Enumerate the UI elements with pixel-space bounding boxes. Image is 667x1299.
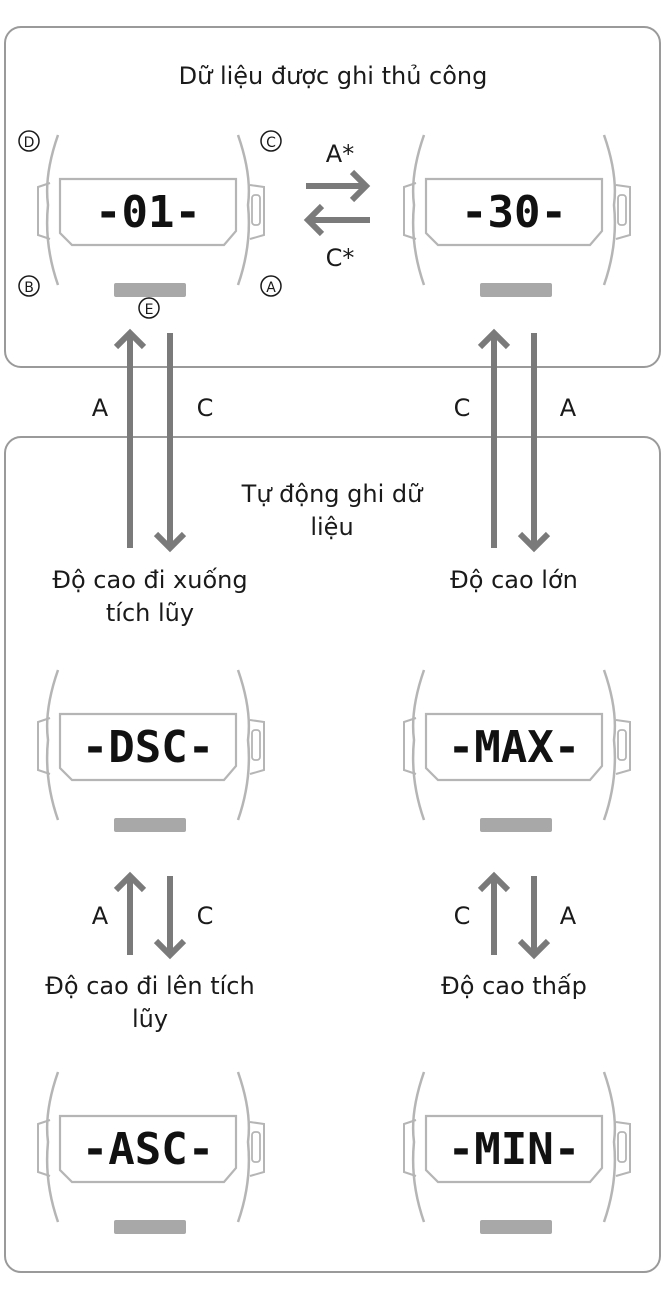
asc-label-line2: lũy xyxy=(132,1005,168,1033)
dsc-label-line1: Độ cao đi xuống xyxy=(52,566,247,594)
link-left-down-label: C xyxy=(197,394,214,422)
dsc-label-line2: tích lũy xyxy=(106,599,194,627)
pair-left-up xyxy=(116,876,144,955)
button-a: A xyxy=(260,275,282,297)
svg-text:C: C xyxy=(266,135,276,151)
svg-text:B: B xyxy=(24,280,34,296)
min-label: Độ cao thấp xyxy=(441,972,587,1000)
watch-left: -01- xyxy=(36,133,266,299)
pair-right-down-label: A xyxy=(560,902,577,930)
svg-text:D: D xyxy=(24,135,35,151)
watch-asc-screen: -ASC- xyxy=(82,1124,214,1175)
button-d: D xyxy=(18,130,40,152)
pair-left-down xyxy=(156,876,184,955)
watch-right-screen: -30- xyxy=(461,187,567,238)
manual-title: Dữ liệu được ghi thủ công xyxy=(179,62,488,90)
watch-min-screen: -MIN- xyxy=(448,1124,580,1175)
link-right-down-label: A xyxy=(560,394,577,422)
watch-asc: -ASC- xyxy=(36,1070,266,1236)
watch-max: -MAX- xyxy=(402,668,632,834)
arrow-right xyxy=(306,169,371,203)
watch-dsc-screen: -DSC- xyxy=(82,722,214,773)
auto-title-line2: liệu xyxy=(310,513,353,541)
pair-left-down-label: C xyxy=(197,902,214,930)
link-right-down xyxy=(520,333,548,548)
watch-min: -MIN- xyxy=(402,1070,632,1236)
pair-left-up-label: A xyxy=(92,902,109,930)
pair-right-up xyxy=(480,876,508,955)
link-right-up xyxy=(480,333,508,548)
arrow-left-label: C* xyxy=(326,244,355,272)
link-left-down xyxy=(156,333,184,548)
pair-right-up-label: C xyxy=(454,902,471,930)
watch-left-screen: -01- xyxy=(95,187,201,238)
svg-text:E: E xyxy=(145,302,154,318)
svg-text:A: A xyxy=(266,280,276,296)
button-b: B xyxy=(18,275,40,297)
manual-frame xyxy=(4,26,661,368)
watch-right: -30- xyxy=(402,133,632,299)
link-left-up xyxy=(116,333,144,548)
link-left-up-label: A xyxy=(92,394,109,422)
watch-max-screen: -MAX- xyxy=(448,722,580,773)
button-e: E xyxy=(138,297,160,319)
watch-dsc: -DSC- xyxy=(36,668,266,834)
max-label: Độ cao lớn xyxy=(450,566,578,594)
button-c: C xyxy=(260,130,282,152)
arrow-left xyxy=(303,203,370,237)
pair-right-down xyxy=(520,876,548,955)
asc-label-line1: Độ cao đi lên tích xyxy=(45,972,254,1000)
auto-title-line1: Tự động ghi dữ xyxy=(241,480,424,508)
auto-frame xyxy=(4,436,661,1273)
arrow-right-label: A* xyxy=(326,140,354,168)
link-right-up-label: C xyxy=(454,394,471,422)
